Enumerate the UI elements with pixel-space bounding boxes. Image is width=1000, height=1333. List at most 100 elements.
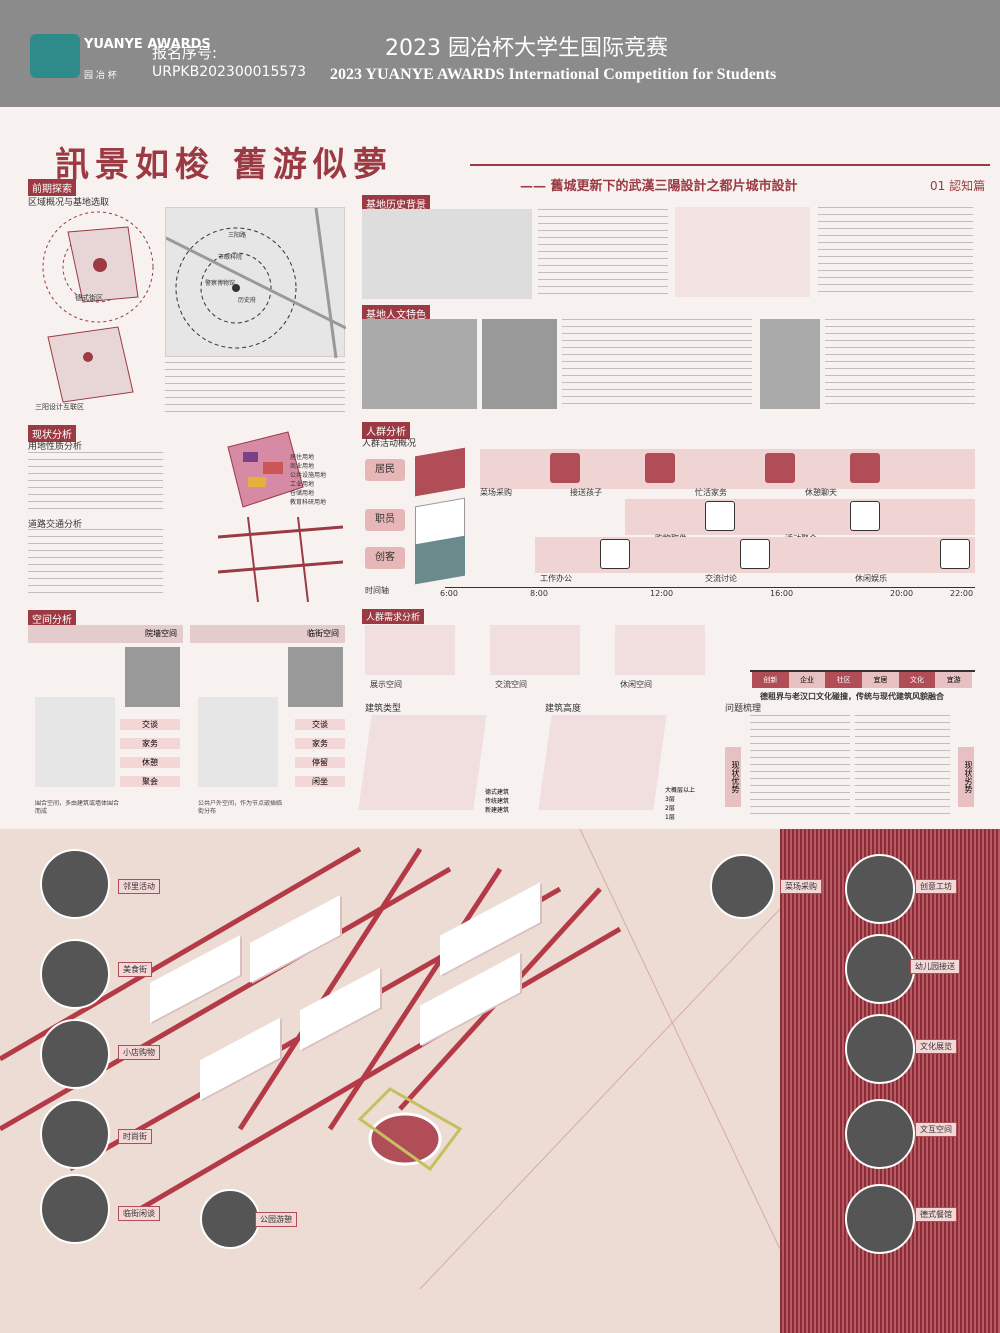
shopping-icon xyxy=(550,453,580,483)
section-humanity: 基地人文特色 xyxy=(362,305,430,322)
time-tick: 16:00 xyxy=(770,589,794,598)
section-early: 前期探索 xyxy=(28,179,76,196)
activity-tag: 停留 xyxy=(295,757,345,768)
map-label-gov: 历史府 xyxy=(238,297,257,304)
bldg-height-legend: 大概层以上 3层 2层 1层 xyxy=(665,785,695,821)
yard-photo xyxy=(125,647,180,707)
activity-callout: 时尚街 xyxy=(118,1129,152,1144)
yard-note: 围合空间，多由建筑或墙体围合而成 xyxy=(35,800,120,815)
yard-label: 院墙空间 xyxy=(145,629,177,638)
activity-tag: 交谈 xyxy=(295,719,345,730)
activity-callout: 文化展览 xyxy=(915,1039,957,1054)
section-history: 基地历史背景 xyxy=(362,195,430,212)
photo-circle xyxy=(845,934,915,1004)
activity-tag: 休憩 xyxy=(120,757,180,768)
role-row-resident: 居民 菜场采购 接送孩子 忙活家务 休憩聊天 xyxy=(365,447,975,497)
culture-tag: 社区 xyxy=(825,672,863,688)
problem-left: 现状优势 xyxy=(725,747,741,807)
role-resident: 居民 xyxy=(365,459,405,481)
activity-tag: 家务 xyxy=(295,738,345,749)
act-label: 工作办公 xyxy=(540,574,572,583)
activity-tag: 闲坐 xyxy=(295,776,345,787)
photo-circle xyxy=(710,854,775,919)
party-icon xyxy=(850,501,880,531)
photo-circle xyxy=(40,1099,110,1169)
role-row-staff: 职员 购物取件 活动聚会 xyxy=(365,497,975,547)
section-road: 道路交通分析 xyxy=(28,520,83,530)
section-space: 空间分析 xyxy=(28,610,76,627)
culture-skyline xyxy=(750,602,975,672)
humanity-photo-3 xyxy=(760,319,820,409)
road-text xyxy=(28,529,163,599)
section-status: 现状分析 xyxy=(28,425,76,442)
activity-callout: 菜场采购 xyxy=(780,879,822,894)
photo-circle xyxy=(845,1184,915,1254)
role-staff: 职员 xyxy=(365,509,405,531)
poster-sub-title: —— 舊城更新下的武漢三陽設計之都片城市設計 xyxy=(520,179,798,194)
bldg-type-map xyxy=(358,715,487,810)
staff-band xyxy=(625,499,975,535)
logo-text: YUANYE AWARDS xyxy=(84,37,211,52)
legend-item: 教育科研用地 xyxy=(290,499,327,506)
location-map xyxy=(165,207,347,359)
humanity-photo-1 xyxy=(362,319,477,409)
street-activities: 交谈 家务 停留 闲坐 xyxy=(295,715,345,795)
section-bldg-type: 建筑类型 xyxy=(365,704,402,714)
leisure-icon xyxy=(940,539,970,569)
need-label: 交流空间 xyxy=(495,680,527,689)
axis-line xyxy=(445,587,975,588)
resident-cube xyxy=(415,447,465,497)
culture-tag: 创新 xyxy=(752,672,789,688)
need-label: 休闲空间 xyxy=(620,680,652,689)
photo-circle xyxy=(845,1014,915,1084)
section-site-select: 区域概况与基地选取 xyxy=(28,198,110,208)
legend-item: 工业用地 xyxy=(290,481,315,488)
site-diagram-svg xyxy=(42,211,154,403)
activity-tag: 家务 xyxy=(120,738,180,749)
time-tick: 6:00 xyxy=(440,589,458,598)
act-label: 忙活家务 xyxy=(695,488,727,497)
poster-main-title: 訊景如梭 舊游似夢 xyxy=(55,145,393,185)
shop-pickup-icon xyxy=(705,501,735,531)
time-tick: 8:00 xyxy=(530,589,548,598)
legend-item: 新建建筑 xyxy=(485,807,510,814)
title-divider xyxy=(470,164,990,166)
section-problem: 问题梳理 xyxy=(725,704,762,714)
photo-circle xyxy=(40,1174,110,1244)
legend-item: 3层 xyxy=(665,796,675,803)
land-use-map-svg xyxy=(227,431,304,508)
logo-cn: 园 冶 杯 xyxy=(84,71,117,81)
need-diagram-2 xyxy=(490,625,580,675)
activity-callout: 公园游憩 xyxy=(255,1212,297,1227)
map-label-hospital: 市眼科院 xyxy=(218,254,243,261)
land-use-legend: 居住用地 商业用地 公共设施用地 工业用地 仓储用地 教育科研用地 xyxy=(290,452,350,506)
act-label: 菜场采购 xyxy=(480,488,512,497)
culture-tags: 创新 企业 社区 宜居 文化 宜游 xyxy=(752,672,973,688)
activity-callout: 德式餐馆 xyxy=(915,1207,957,1222)
history-diagram xyxy=(675,207,810,297)
chat-icon xyxy=(850,453,880,483)
competition-title-cn: 2023 园冶杯大学生国际竞赛 xyxy=(385,36,668,61)
yard-header: 院墙空间 xyxy=(28,625,183,643)
chapter-label: 01 認知篇 xyxy=(930,179,986,193)
history-text xyxy=(538,209,668,299)
role-row-maker: 创客 工作办公 交流讨论 休闲娱乐 xyxy=(365,535,975,585)
activity-callout: 邻里活动 xyxy=(118,879,160,894)
street-axon xyxy=(198,697,278,787)
time-axis: 时间轴 6:00 8:00 12:00 16:00 20:00 22:00 xyxy=(365,583,975,601)
bldg-height-map xyxy=(538,715,667,810)
office-icon xyxy=(600,539,630,569)
legend-item: 仓储用地 xyxy=(290,490,315,497)
problem-right: 现状劣势 xyxy=(958,747,974,807)
activity-callout: 文互空间 xyxy=(915,1122,957,1137)
history-map xyxy=(362,209,532,299)
need-diagram-1 xyxy=(365,625,455,675)
legend-item: 大概层以上 xyxy=(665,787,696,794)
legend-item: 2层 xyxy=(665,805,675,812)
site-diagram xyxy=(28,207,158,417)
yard-activities: 交谈 家务 休憩 聚会 xyxy=(120,715,180,795)
housework-icon xyxy=(765,453,795,483)
pickup-icon xyxy=(645,453,675,483)
yard-axon xyxy=(35,697,115,787)
activity-callout: 幼儿园接送 xyxy=(910,959,960,974)
